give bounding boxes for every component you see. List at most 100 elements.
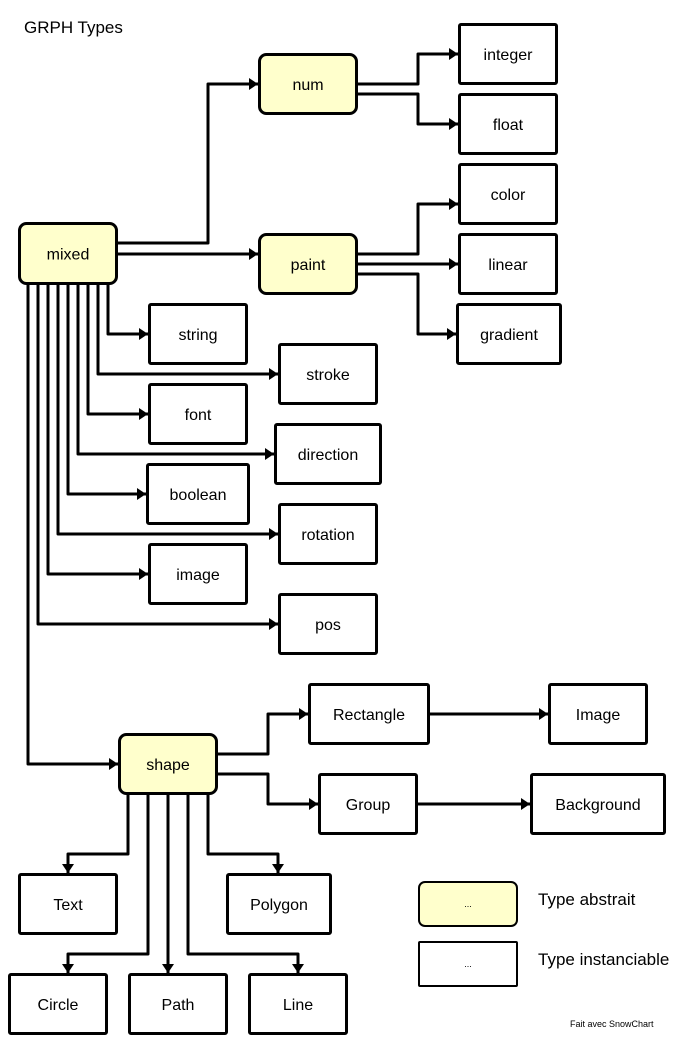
edge-shape-to-Rectangle (218, 708, 308, 756)
node-Group[interactable]: Group (318, 773, 418, 835)
node-string[interactable]: string (148, 303, 248, 365)
legend-swatch (418, 941, 518, 987)
edge-shape-to-Text (62, 795, 130, 873)
arrow-head-icon (449, 258, 458, 270)
node-label: Text (53, 897, 83, 914)
node-boolean[interactable]: boolean (146, 463, 250, 525)
edge-mixed-to-paint (118, 248, 258, 260)
legend-item-abstract: ...Type abstrait (418, 881, 636, 927)
edge-shape-to-Polygon (206, 795, 284, 873)
node-paint[interactable]: paint (258, 233, 358, 295)
instanciable-type-box (148, 543, 248, 605)
edge-line (218, 712, 308, 756)
legend: ...Type abstrait...Type instanciable (418, 881, 669, 987)
instanciable-type-box (458, 93, 558, 155)
edge-line (26, 285, 118, 766)
node-direction[interactable]: direction (274, 423, 382, 485)
legend-swatch-text: ... (464, 899, 472, 909)
node-Image[interactable]: Image (548, 683, 648, 745)
arrow-head-icon (539, 708, 548, 720)
edge-mixed-to-rotation (56, 285, 278, 540)
instanciable-type-box (458, 233, 558, 295)
diagram-title: GRPH Types (24, 18, 123, 37)
node-label: paint (291, 257, 326, 274)
edge-line (66, 795, 130, 873)
instanciable-type-box (18, 873, 118, 935)
edge-line (358, 202, 458, 256)
node-rotation[interactable]: rotation (278, 503, 378, 565)
node-color[interactable]: color (458, 163, 558, 225)
instanciable-type-box (248, 973, 348, 1035)
node-Line[interactable]: Line (248, 973, 348, 1035)
arrow-head-icon (62, 864, 74, 873)
edge-line (96, 285, 278, 376)
arrow-head-icon (62, 964, 74, 973)
arrow-head-icon (139, 328, 148, 340)
node-num[interactable]: num (258, 53, 358, 115)
node-font[interactable]: font (148, 383, 248, 445)
node-label: Rectangle (333, 707, 405, 724)
edge-num-to-integer (358, 48, 458, 86)
node-pos[interactable]: pos (278, 593, 378, 655)
edge-line (66, 795, 150, 973)
instanciable-type-box (146, 463, 250, 525)
node-label: num (292, 77, 323, 94)
arrow-head-icon (269, 618, 278, 630)
abstract-type-box (18, 222, 118, 285)
node-label: Polygon (250, 897, 308, 914)
node-Text[interactable]: Text (18, 873, 118, 935)
node-shape[interactable]: shape (118, 733, 218, 795)
node-image[interactable]: image (148, 543, 248, 605)
node-label: image (176, 567, 220, 584)
node-label: Path (162, 997, 195, 1014)
abstract-type-box (118, 733, 218, 795)
edge-line (358, 272, 456, 336)
arrow-head-icon (449, 198, 458, 210)
node-label: gradient (480, 327, 538, 344)
node-mixed[interactable]: mixed (18, 222, 118, 285)
node-label: Line (283, 997, 313, 1014)
node-Rectangle[interactable]: Rectangle (308, 683, 430, 745)
instanciable-type-box (278, 503, 378, 565)
instanciable-type-box (458, 163, 558, 225)
edge-Rectangle-to-Image (430, 708, 548, 720)
arrow-head-icon (249, 78, 258, 90)
edge-line (56, 285, 278, 536)
instanciable-type-box (318, 773, 418, 835)
node-label: Group (346, 797, 391, 814)
edge-paint-to-gradient (358, 272, 456, 340)
credit-text: Fait avec SnowChart (570, 1019, 654, 1029)
edge-line (66, 285, 146, 496)
node-label: boolean (170, 487, 227, 504)
abstract-type-box (258, 53, 358, 115)
edge-mixed-to-pos (36, 285, 278, 630)
node-label: rotation (301, 527, 354, 544)
arrow-head-icon (309, 798, 318, 810)
instanciable-type-box (226, 873, 332, 935)
arrow-head-icon (272, 864, 284, 873)
arrow-head-icon (449, 118, 458, 130)
arrow-head-icon (137, 488, 146, 500)
node-label: string (178, 327, 217, 344)
node-label: Background (555, 797, 640, 814)
node-gradient[interactable]: gradient (456, 303, 562, 365)
edge-paint-to-linear (358, 258, 458, 270)
edge-shape-to-Line (186, 795, 304, 973)
node-integer[interactable]: integer (458, 23, 558, 85)
node-Polygon[interactable]: Polygon (226, 873, 332, 935)
edge-mixed-to-num (118, 78, 258, 245)
node-stroke[interactable]: stroke (278, 343, 378, 405)
edge-mixed-to-boolean (66, 285, 146, 500)
edge-line (106, 285, 148, 336)
node-Circle[interactable]: Circle (8, 973, 108, 1035)
arrow-head-icon (449, 48, 458, 60)
node-float[interactable]: float (458, 93, 558, 155)
arrow-head-icon (269, 368, 278, 380)
node-Background[interactable]: Background (530, 773, 666, 835)
node-Path[interactable]: Path (128, 973, 228, 1035)
node-linear[interactable]: linear (458, 233, 558, 295)
legend-swatch-text: ... (464, 959, 472, 969)
edge-shape-to-Circle (62, 795, 150, 973)
instanciable-type-box (458, 23, 558, 85)
node-label: Circle (38, 997, 79, 1014)
